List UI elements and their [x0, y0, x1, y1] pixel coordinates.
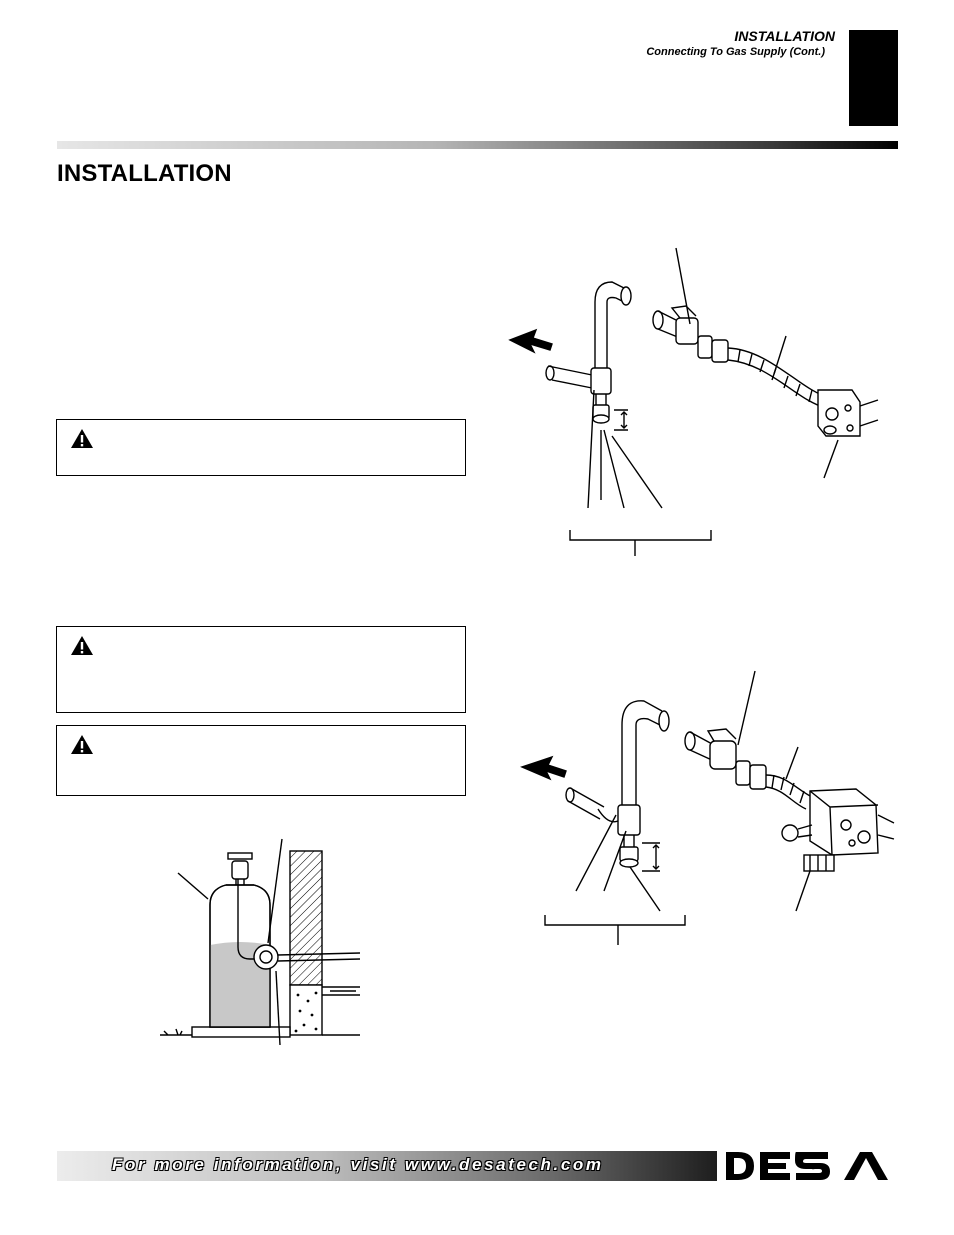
warning-triangle-icon — [71, 735, 93, 754]
figure-gas-pipe-connection-2 — [520, 670, 895, 945]
header-tab-block — [849, 30, 898, 126]
warning-box-1 — [56, 419, 466, 476]
warning-triangle-icon — [71, 636, 93, 655]
footer-info-text: For more information, visit www.desatech… — [112, 1155, 604, 1174]
logo-text: DESA — [812, 1168, 815, 1171]
page-title: INSTALLATION — [57, 160, 232, 187]
figure-gas-pipe-connection-1 — [508, 247, 879, 556]
figure-lp-tank-regulator — [160, 838, 361, 1046]
header-section-title: INSTALLATION — [734, 28, 835, 44]
desa-logo: DESA — [726, 1152, 888, 1180]
warning-box-3 — [56, 725, 466, 796]
header-subtitle: Connecting To Gas Supply (Cont.) — [646, 46, 825, 58]
warning-box-2 — [56, 626, 466, 713]
footer-bar: For more information, visit www.desatech… — [57, 1151, 717, 1181]
warning-triangle-icon — [71, 429, 93, 448]
header-gradient-rule — [57, 141, 898, 149]
